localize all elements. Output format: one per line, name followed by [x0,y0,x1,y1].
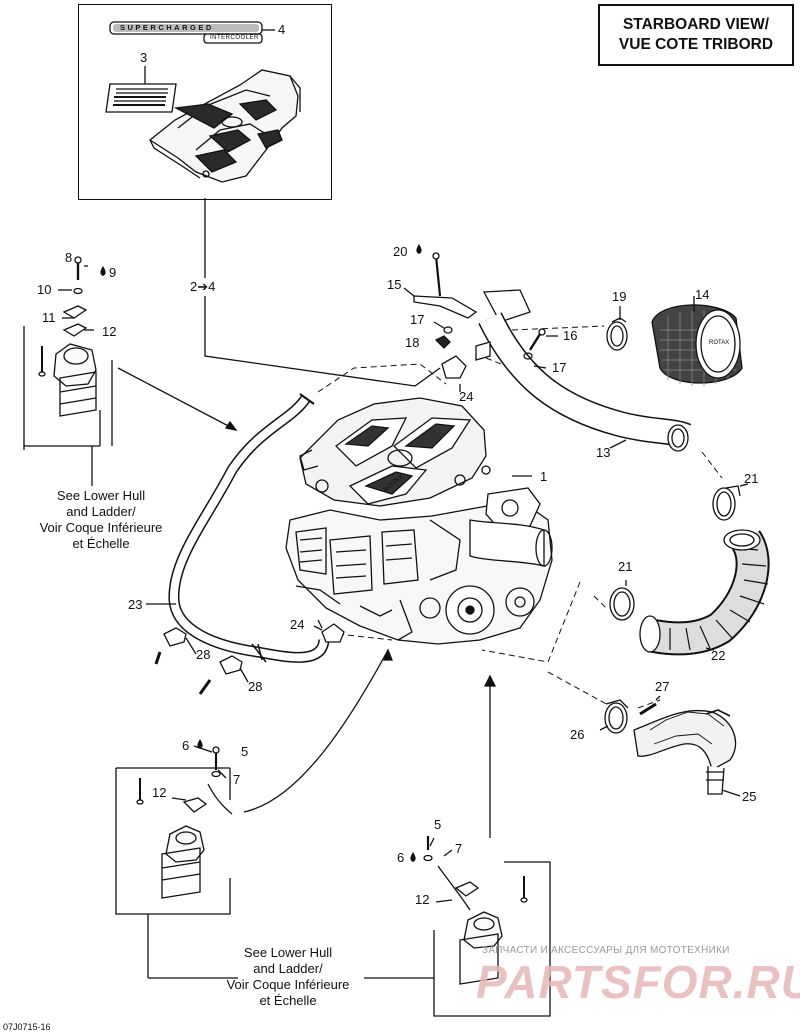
watermark-caption: ЗАПЧАСТИ И АКСЕССУАРЫ ДЛЯ МОТОТЕХНИКИ [482,945,730,956]
clamp-19 [606,306,628,351]
liquid-drop-icon [100,266,106,276]
filter-brand-text: ROTAX [709,340,730,346]
label-12-left: 12 [152,785,167,800]
label-4: 4 [278,22,286,37]
label-7-left: 7 [233,772,241,787]
bracket-15 [403,252,478,319]
supercharged-decal [109,21,275,44]
label-24-lower: 24 [290,617,305,632]
screw-27 [639,695,661,716]
label-26: 26 [570,727,585,742]
engine-cover [148,69,301,183]
label-25: 25 [742,789,757,804]
intake-tube-13 [475,289,692,452]
clamp-28-upper [154,627,197,665]
label-6-left: 6 [182,738,190,753]
watermark-brand: PARTSFOR.RU [476,956,800,1008]
liquid-drop-icon [410,852,416,862]
label-1: 1 [540,469,548,484]
label-11: 11 [42,310,56,325]
drawing-code: 07J0715-16 [3,1022,51,1032]
warning-label [105,66,177,113]
liquid-drop-icon [416,244,422,254]
label-18: 18 [405,335,420,350]
label-22: 22 [711,648,726,663]
label-17-right: 17 [552,360,567,375]
view-title-line1: STARBOARD VIEW/ [622,16,770,33]
label-23: 23 [128,597,143,612]
label-2to4: 2➔4 [190,279,216,294]
view-title-line2: VUE COTE TRIBORD [618,36,774,53]
screw-16 [523,328,546,360]
label-10: 10 [37,282,52,297]
label-5-right: 5 [434,817,442,832]
label-14: 14 [695,287,710,302]
label-13: 13 [596,445,611,460]
engine-assembly [285,397,553,645]
label-7-right: 7 [455,841,463,856]
clamp-21-lower [609,580,635,621]
label-24-upper: 24 [459,389,474,404]
outlet-elbow-25 [633,709,741,797]
engine-cover-inset-box [78,4,332,200]
engine-mount-lower-right [364,674,551,1017]
label-21-upper: 21 [744,471,759,486]
label-17-left: 17 [410,312,425,327]
label-12-right: 12 [415,892,430,907]
label-16: 16 [563,328,578,343]
elbow-24-upper [441,355,467,392]
see-lower-hull-note-top: See Lower Hull and Ladder/ Voir Coque In… [39,488,163,551]
clamp-26 [599,699,629,734]
intercooler-text: INTERCOOLER [210,35,259,41]
elbow-24-lower [313,623,345,643]
label-15: 15 [387,277,402,292]
hose-22 [639,529,770,656]
label-5-left: 5 [241,744,249,759]
supercharged-text: SUPERCHARGED [120,23,214,32]
label-12-top: 12 [102,324,117,339]
engine-mount-lower-left [115,648,393,979]
liquid-drop-icon [197,739,203,749]
label-20: 20 [393,244,408,259]
clamp-28-lower [198,655,249,695]
label-28-upper: 28 [196,647,211,662]
label-21-lower: 21 [618,559,633,574]
see-lower-hull-note-bottom: See Lower Hull and Ladder/ Voir Coque In… [226,945,350,1008]
label-19: 19 [612,289,627,304]
view-title-box: STARBOARD VIEW/ VUE COTE TRIBORD [598,4,794,66]
label-27: 27 [655,679,670,694]
label-3: 3 [140,50,148,65]
label-28-lower: 28 [248,679,263,694]
hose-23 [146,393,330,663]
label-9: 9 [109,265,117,280]
clamp-21-upper [712,483,749,521]
label-8: 8 [65,250,73,265]
nut-18 [434,335,451,349]
label-6-right: 6 [397,850,405,865]
washer-17 [433,321,453,334]
air-filter-14 [651,296,743,386]
